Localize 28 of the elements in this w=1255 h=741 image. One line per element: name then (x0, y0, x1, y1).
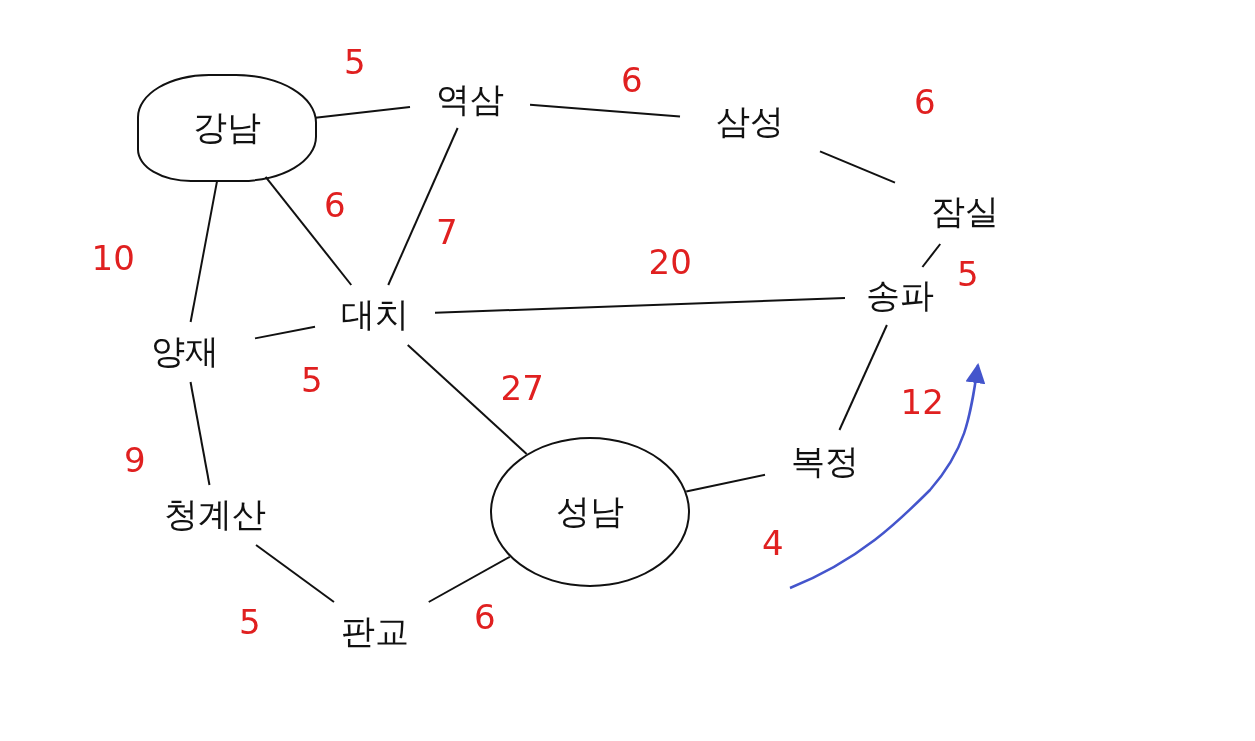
place-name: 양재 (151, 330, 219, 373)
place-name: 청계산 (164, 493, 266, 536)
connector-line (314, 105, 411, 119)
place-name: 잠실 (931, 190, 999, 233)
connector-line (406, 344, 528, 455)
place-name: 성남 (556, 490, 624, 533)
connector-line (819, 150, 896, 184)
connector-line (529, 103, 681, 118)
place-name: 복정 (791, 440, 859, 483)
place-name: 송파 (866, 274, 934, 317)
connector-line (264, 175, 353, 286)
connector-line (387, 127, 459, 286)
place-name: 강남 (193, 106, 261, 149)
connector-line (427, 555, 511, 603)
connector-line (254, 325, 316, 340)
connector-line (189, 381, 211, 486)
place-name: 판교 (341, 610, 409, 653)
connector-line (255, 544, 335, 603)
place-name: 삼성 (716, 100, 784, 143)
connector-line (434, 297, 846, 314)
place-name: 역삼 (436, 78, 504, 121)
place-outline (137, 74, 317, 182)
connector-line (838, 324, 888, 431)
connector-line (189, 180, 218, 323)
connector-line (685, 473, 766, 493)
connector-line (921, 243, 942, 268)
place-name: 대치 (341, 293, 409, 336)
place-outline (490, 437, 690, 587)
